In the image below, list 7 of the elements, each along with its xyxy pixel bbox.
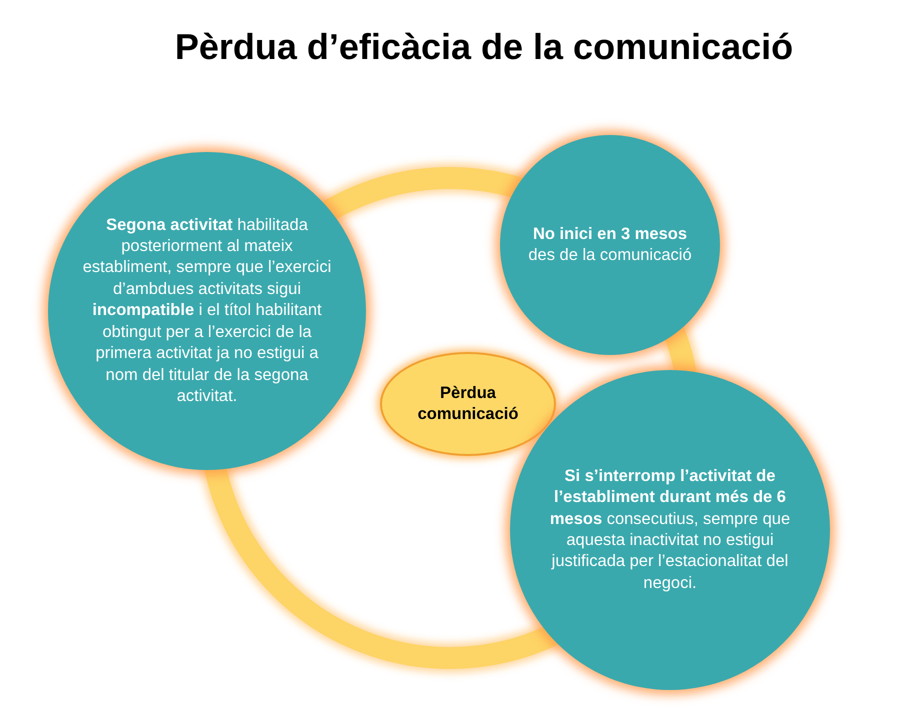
- description-circle: [500, 135, 720, 355]
- title: Pèrdua d’eficàcia de la comunicació: [174, 26, 794, 68]
- central-ellipse: [380, 352, 556, 456]
- node-text: Pèrdua comunicació: [416, 382, 520, 425]
- node-text: No inici en 3 mesos des de la comunicació: [528, 224, 692, 266]
- node-text: Si s’interromp l’activitat de l’establiment durant més de 6 mesos consecutius, sempre que aquesta inactivitat no estigui justificada per l’estacionalitat del negoci.: [548, 466, 792, 594]
- node-text: Segona activitat habilitada posteriorment al mateix establiment, sempre que l’exercici d’ambdues activitats sigui incompatible i el títol habilitant obtingut per a l’exercici de la primera activitat ja no estigui a nom del titular de la segona activitat.: [82, 214, 332, 408]
